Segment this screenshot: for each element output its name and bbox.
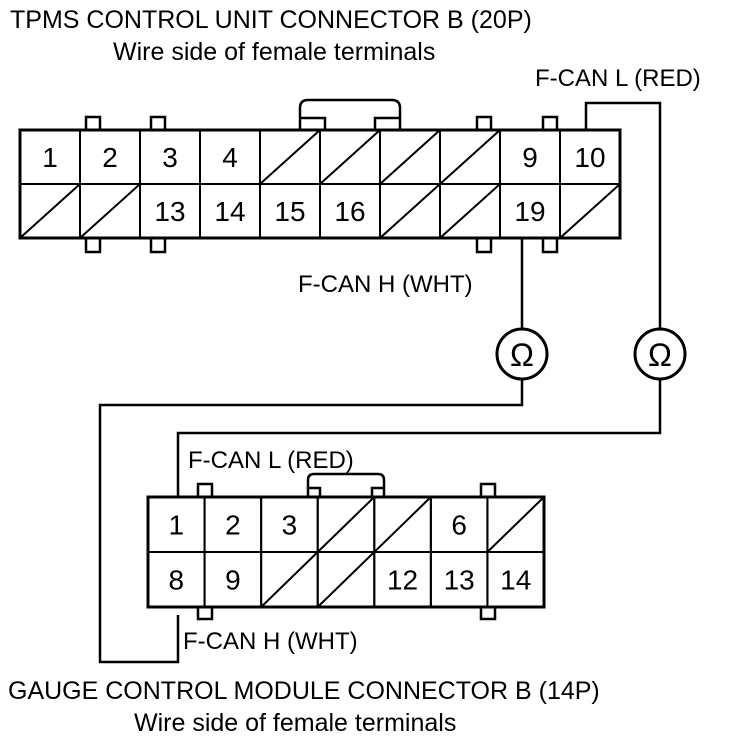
connector-tab bbox=[541, 236, 559, 254]
connector-latch-detail bbox=[300, 116, 400, 130]
ohmmeter-icon bbox=[633, 327, 687, 381]
unused-terminal-slash bbox=[486, 496, 545, 553]
ohmmeter-fcan-l: Ω bbox=[633, 327, 687, 381]
unused-terminal-slash bbox=[439, 129, 501, 185]
unused-terminal-slash bbox=[439, 183, 501, 239]
terminal-number: 8 bbox=[168, 565, 184, 596]
tpms-connector-b20: 1 2 3 4 9 10 13 14 15 16 19 bbox=[18, 98, 622, 254]
connector-tab bbox=[84, 236, 102, 254]
wire-fcan-l-top bbox=[584, 101, 662, 330]
connector-latch bbox=[306, 472, 386, 497]
ohm-symbol: Ω bbox=[648, 337, 672, 373]
unused-terminal-slash bbox=[317, 551, 375, 608]
unused-terminal-slash bbox=[317, 496, 375, 553]
terminal-number: 16 bbox=[334, 196, 365, 227]
terminal-number: 1 bbox=[168, 510, 184, 541]
unused-terminal-slash bbox=[559, 183, 621, 239]
terminal-number: 13 bbox=[444, 565, 475, 596]
top-connector-title: TPMS CONTROL UNIT CONNECTOR B (20P) bbox=[10, 6, 532, 34]
bottom-connector-title: GAUGE CONTROL MODULE CONNECTOR B (14P) bbox=[8, 677, 600, 705]
terminal-cell bbox=[486, 551, 545, 608]
unused-terminal-slash bbox=[79, 183, 141, 239]
unused-terminal-slash bbox=[319, 129, 381, 185]
top-connector-subtitle: Wire side of female terminals bbox=[113, 38, 435, 66]
bottom-fcan-l-label: F-CAN L (RED) bbox=[188, 447, 354, 474]
terminal-number: 2 bbox=[225, 510, 241, 541]
connector-tab bbox=[149, 236, 167, 254]
connector-tab bbox=[196, 482, 214, 499]
connector-cells: 1 2 3 4 9 10 13 14 15 16 19 bbox=[19, 129, 621, 239]
terminal-number: 12 bbox=[387, 565, 418, 596]
ohmmeter-fcan-h: Ω bbox=[495, 327, 549, 381]
ohm-symbol: Ω bbox=[510, 337, 534, 373]
connector-tab bbox=[475, 236, 493, 254]
wires bbox=[98, 101, 662, 664]
top-fcan-l-label: F-CAN L (RED) bbox=[535, 65, 701, 92]
terminal-number: 19 bbox=[514, 196, 545, 227]
unused-terminal-slash bbox=[259, 129, 321, 185]
connector-latch bbox=[298, 98, 402, 130]
ohmmeter-icon bbox=[495, 327, 549, 381]
unused-terminal-slash bbox=[379, 129, 441, 185]
terminal-number: 2 bbox=[102, 142, 118, 173]
connector-tab bbox=[479, 482, 497, 499]
wire-fcan-h-bottom bbox=[98, 378, 524, 664]
terminal-number: 9 bbox=[522, 142, 538, 173]
terminal-cell bbox=[559, 183, 621, 239]
wire-fcan-l-bottom bbox=[176, 378, 662, 497]
terminal-number: 15 bbox=[274, 196, 305, 227]
terminal-number: 3 bbox=[162, 142, 178, 173]
terminal-number: 1 bbox=[42, 142, 58, 173]
terminal-number: 6 bbox=[451, 510, 467, 541]
unused-terminal-slash bbox=[379, 183, 441, 239]
terminal-number: 4 bbox=[222, 142, 238, 173]
terminal-number: 9 bbox=[225, 565, 241, 596]
bottom-fcan-h-label: F-CAN H (WHT) bbox=[183, 628, 358, 655]
unused-terminal-slash bbox=[19, 183, 81, 239]
terminal-number: 13 bbox=[154, 196, 185, 227]
top-fcan-h-label: F-CAN H (WHT) bbox=[298, 271, 473, 298]
terminal-number: 14 bbox=[214, 196, 245, 227]
unused-terminal-slash bbox=[260, 551, 319, 608]
terminal-number: 14 bbox=[500, 565, 531, 596]
terminal-number: 10 bbox=[574, 142, 605, 173]
terminal-number: 3 bbox=[282, 510, 298, 541]
bottom-connector-subtitle: Wire side of female terminals bbox=[134, 709, 456, 737]
unused-terminal-slash bbox=[373, 496, 432, 553]
connector-latch-detail bbox=[308, 486, 384, 497]
